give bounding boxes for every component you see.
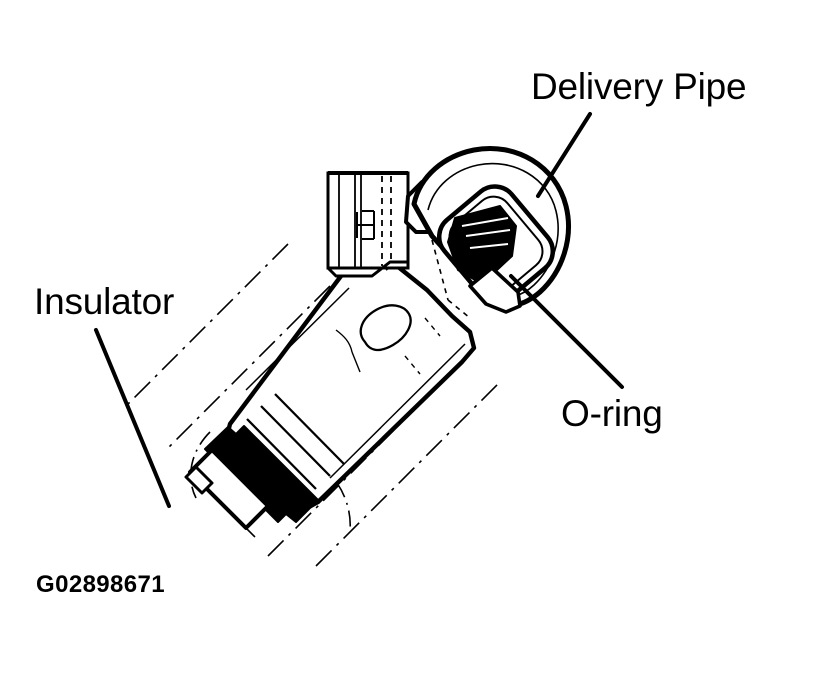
figure-id-code: G02898671 [36, 571, 166, 598]
oring-groove [447, 205, 517, 285]
leader-line-oring [509, 274, 624, 389]
label-oring: O-ring [561, 393, 663, 434]
nozzle-tip [188, 448, 270, 538]
leader-line-delivery-pipe [536, 112, 592, 198]
nozzle-tip-end [184, 465, 214, 495]
socket-lower-lip [468, 266, 522, 314]
label-insulator: Insulator [34, 281, 175, 322]
insulator-band [204, 425, 319, 523]
electrical-connector-block [326, 171, 410, 278]
body-oval-slot [359, 304, 412, 352]
leader-lines [94, 112, 624, 508]
leader-line-insulator [94, 328, 171, 508]
label-delivery-pipe: Delivery Pipe [531, 66, 747, 107]
connector-emboss-glyph [356, 210, 375, 240]
socket-body-join [431, 239, 471, 319]
body-detail-strokes [335, 317, 441, 375]
